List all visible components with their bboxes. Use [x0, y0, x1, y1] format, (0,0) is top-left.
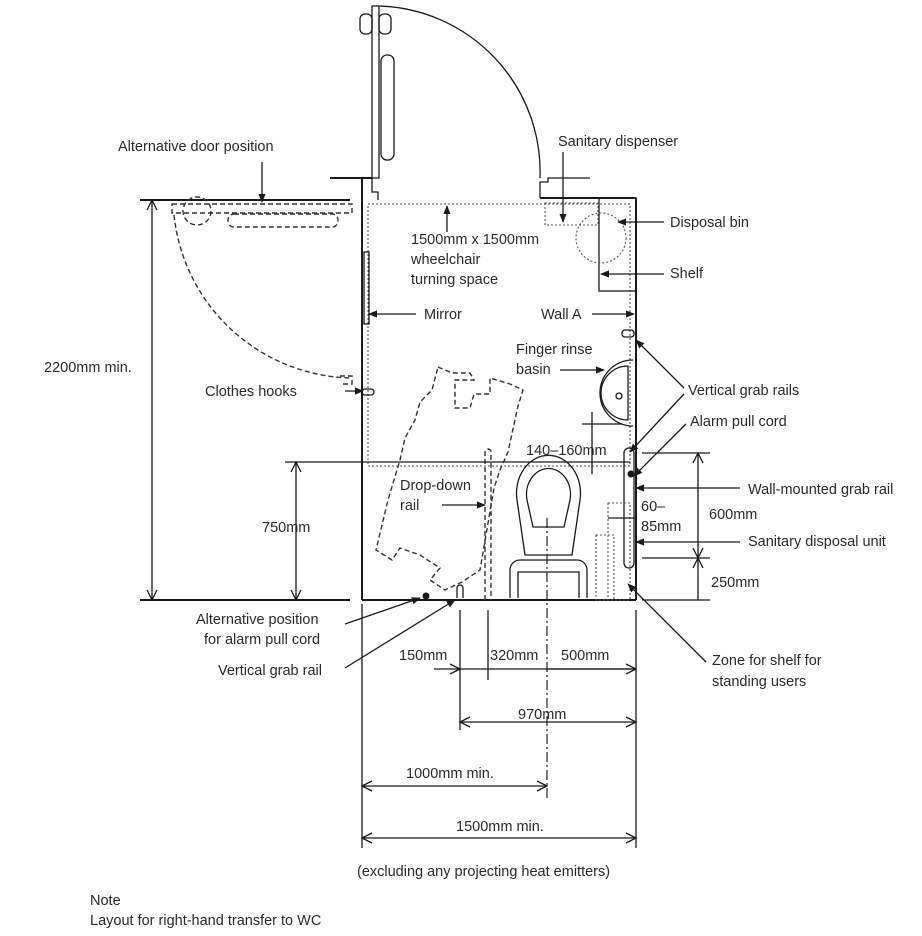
label-shelf-zone-2: standing users: [712, 674, 806, 690]
dim-2200: 2200mm min.: [44, 360, 132, 376]
wall-mounted-grab-rail: [623, 447, 635, 569]
label-finger-rinse-2: basin: [516, 362, 551, 378]
label-turning-space-2: wheelchair: [410, 252, 480, 268]
label-shelf-zone-1: Zone for shelf for: [712, 653, 822, 669]
dim-250: 250mm: [711, 575, 759, 591]
note-heading: Note: [90, 893, 121, 909]
label-finger-rinse-1: Finger rinse: [516, 342, 593, 358]
alarm-cord-dot: [627, 470, 635, 478]
label-shelf: Shelf: [670, 266, 704, 282]
label-vertical-grab-rail: Vertical grab rail: [218, 663, 322, 679]
dim-rail-gap-2: 85mm: [641, 519, 681, 535]
sanitary-dispenser: [544, 202, 599, 226]
note-text: Layout for right-hand transfer to WC: [90, 913, 321, 929]
wheelchair-outline: [375, 366, 524, 591]
drop-down-rail: [484, 448, 492, 600]
sanitary-disposal-unit: [607, 502, 631, 601]
turning-space-outline: [367, 203, 631, 467]
label-turning-space-1: 1500mm x 1500mm: [411, 232, 539, 248]
label-vertical-grab-rails: Vertical grab rails: [688, 383, 799, 399]
dim-1000: 1000mm min.: [406, 766, 494, 782]
label-drop-down-1: Drop-down: [400, 478, 471, 494]
dim-rail-gap-1: 60–: [641, 499, 666, 515]
label-mirror: Mirror: [424, 307, 462, 323]
label-alt-door: Alternative door position: [118, 139, 274, 155]
label-wall-grab-rail: Wall-mounted grab rail: [748, 482, 893, 498]
label-drop-down-2: rail: [400, 498, 419, 514]
label-alt-alarm-1: Alternative position: [196, 612, 319, 628]
dim-600: 600mm: [709, 507, 757, 523]
floor-grab-rail: [456, 584, 464, 598]
alt-alarm-cord-dot: [422, 592, 430, 600]
mirror: [363, 251, 370, 325]
label-alarm-pull-cord: Alarm pull cord: [690, 414, 787, 430]
leaders: [258, 152, 740, 669]
finger-rinse-basin: [599, 329, 635, 427]
label-alt-alarm-2: for alarm pull cord: [204, 632, 320, 648]
label-sanitary-dispenser: Sanitary dispenser: [558, 134, 678, 150]
label-clothes-hooks: Clothes hooks: [205, 384, 297, 400]
shelf: [598, 197, 637, 292]
door: [359, 5, 541, 179]
dim-500: 500mm: [561, 648, 609, 664]
alternative-door: [171, 196, 353, 385]
shelf-zone: [595, 534, 615, 601]
dim-150: 150mm: [399, 648, 447, 664]
dim-1500: 1500mm min.: [456, 819, 544, 835]
dim-basin-gap: 140–160mm: [526, 443, 607, 459]
label-turning-space-3: turning space: [411, 272, 498, 288]
dim-970: 970mm: [518, 707, 566, 723]
dim-750: 750mm: [262, 520, 310, 536]
disposal-bin: [575, 212, 627, 264]
excluding-note: (excluding any projecting heat emitters): [357, 864, 610, 880]
dimension-lines: [152, 200, 710, 848]
dim-320: 320mm: [490, 648, 538, 664]
label-sanitary-disposal-unit: Sanitary disposal unit: [748, 534, 886, 550]
label-disposal-bin: Disposal bin: [670, 215, 749, 231]
wc-pan: [509, 454, 588, 598]
label-wall-a: Wall A: [541, 307, 582, 323]
